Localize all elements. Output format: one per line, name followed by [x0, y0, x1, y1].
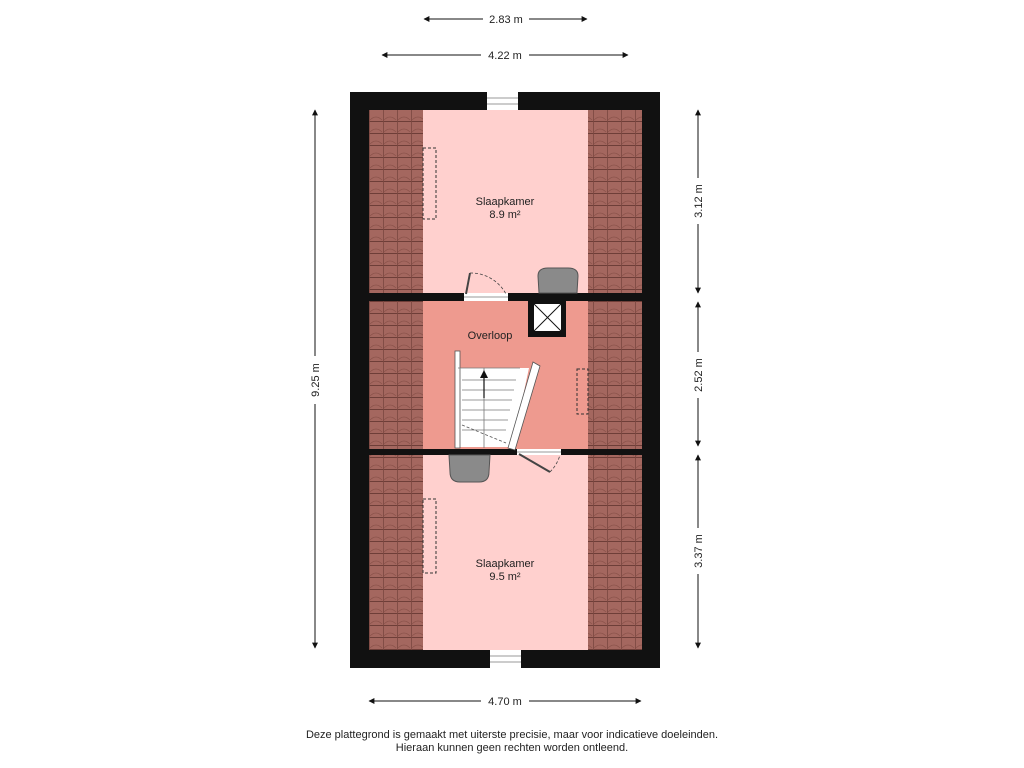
- door-swing-icon: [469, 272, 507, 295]
- dimension-top-outer: 4.22 m: [381, 48, 629, 62]
- door-top-bedroom[interactable]: [464, 272, 508, 301]
- room-name-top-bedroom: Slaapkamer: [476, 196, 535, 208]
- stair-arrow-icon: [480, 370, 488, 398]
- dimension-label: 2.52 m: [693, 358, 705, 392]
- dimension-label: 3.12 m: [693, 184, 705, 218]
- roof-slope-right: [588, 110, 642, 650]
- dimension-label: 4.22 m: [488, 50, 522, 62]
- dimension-right-middle: 2.52 m: [691, 301, 705, 447]
- sink-icon: [537, 267, 579, 294]
- room-area-bottom-bedroom: 9.5 m²: [489, 571, 521, 583]
- skylight-top-left: [422, 147, 437, 220]
- dimension-right-top: 3.12 m: [691, 109, 705, 294]
- chimney-shaft-icon: [528, 301, 566, 337]
- dimension-bottom-total: 4.70 m: [368, 694, 642, 708]
- dimension-label: 4.70 m: [488, 696, 522, 708]
- window-top: [487, 92, 518, 110]
- dimension-right-bottom: 3.37 m: [691, 454, 705, 649]
- disclaimer-line-1: Deze plattegrond is gemaakt met uiterste…: [305, 729, 719, 741]
- disclaimer-line-2: Hieraan kunnen geen rechten worden ontle…: [395, 742, 629, 754]
- skylight-bottom-left: [422, 498, 437, 574]
- door-bottom-bedroom[interactable]: [517, 449, 561, 473]
- staircase: [454, 350, 541, 451]
- dimension-label: 2.83 m: [489, 14, 523, 26]
- window-bottom: [490, 650, 521, 668]
- dimension-label: 9.25 m: [310, 363, 322, 397]
- dimension-top-inner: 2.83 m: [423, 12, 588, 26]
- room-name-bottom-bedroom: Slaapkamer: [476, 558, 535, 570]
- room-top-bedroom: [423, 110, 588, 293]
- skylight-landing-right: [576, 368, 589, 415]
- room-area-top-bedroom: 8.9 m²: [489, 209, 521, 221]
- interior-wall-lower: [369, 449, 642, 455]
- room-bottom-bedroom: [423, 455, 588, 650]
- door-swing-icon: [549, 454, 561, 473]
- roof-slope-left: [369, 110, 423, 650]
- sink-icon: [448, 454, 491, 483]
- dimension-left-total: 9.25 m: [308, 109, 322, 649]
- dimension-label: 3.37 m: [693, 534, 705, 568]
- room-name-landing: Overloop: [468, 330, 513, 342]
